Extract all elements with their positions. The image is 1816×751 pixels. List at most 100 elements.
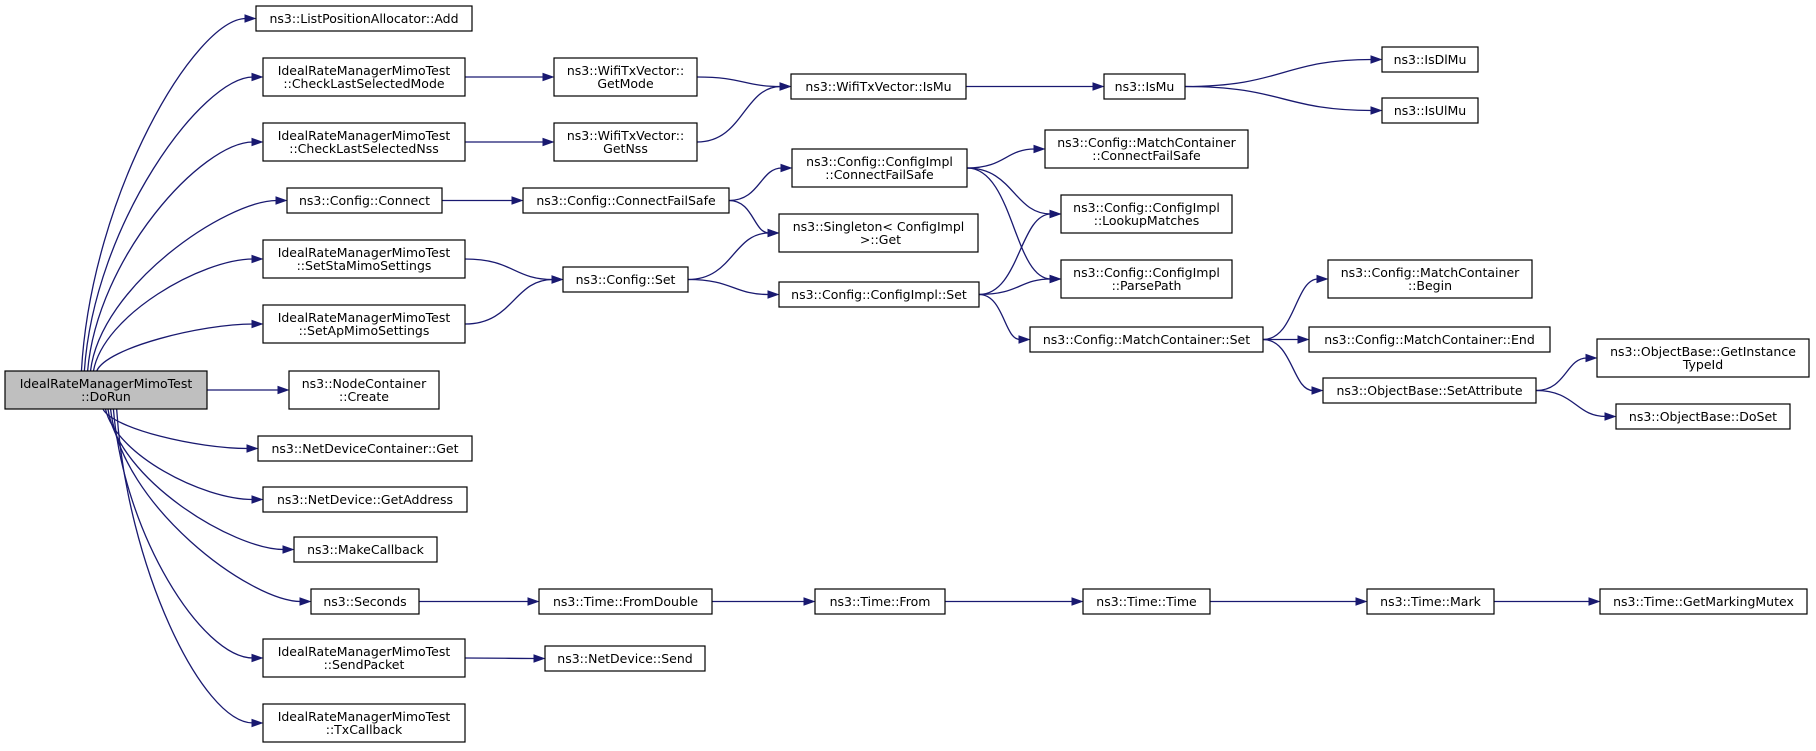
function-node-isdlmu[interactable]: ns3::IsDlMu	[1381, 46, 1479, 73]
function-node-label: ns3::Config::MatchContainer	[1057, 135, 1236, 150]
function-node-nodecreate[interactable]: ns3::NodeContainer::Create	[288, 370, 440, 410]
function-node-txcb[interactable]: IdealRateManagerMimoTest::TxCallback	[262, 703, 466, 743]
function-node-box	[310, 588, 420, 615]
function-node-implcfs[interactable]: ns3::Config::ConfigImpl::ConnectFailSafe	[791, 148, 968, 188]
function-node-mcend[interactable]: ns3::Config::MatchContainer::End	[1308, 326, 1551, 353]
call-edge-cfgconnect-to-cfs	[442, 196, 524, 205]
arrowhead	[1604, 412, 1617, 421]
arrowhead	[1049, 209, 1062, 219]
function-node-box	[778, 281, 980, 308]
function-node-getmutex[interactable]: ns3::Time::GetMarkingMutex	[1599, 588, 1808, 615]
arrowhead	[1585, 353, 1598, 363]
function-node-box	[262, 638, 466, 678]
function-node-ndcget[interactable]: ns3::NetDeviceContainer::Get	[257, 435, 473, 462]
function-node-getaddr[interactable]: ns3::NetDevice::GetAddress	[262, 486, 468, 513]
function-node-getnss[interactable]: ns3::WifiTxVector::GetNss	[553, 122, 698, 162]
function-node-label: IdealRateManagerMimoTest	[278, 709, 451, 724]
function-node-label: ns3::WifiTxVector::	[567, 63, 684, 78]
function-node-root[interactable]: IdealRateManagerMimoTest::DoRun	[4, 370, 208, 410]
function-node-label: TypeId	[1682, 357, 1723, 372]
function-node-cfgset[interactable]: ns3::Config::Set	[562, 266, 689, 293]
call-edge-line	[112, 408, 254, 659]
call-edge-line	[728, 199, 770, 234]
call-edge-fromdouble-to-timefrom	[712, 597, 816, 606]
function-node-timefrom[interactable]: ns3::Time::From	[814, 588, 946, 615]
call-edge-line	[1262, 338, 1314, 392]
function-node-makecb[interactable]: ns3::MakeCallback	[293, 536, 438, 563]
function-node-mcset[interactable]: ns3::Config::MatchContainer::Set	[1029, 326, 1264, 353]
function-node-label: ::TxCallback	[326, 722, 403, 737]
function-node-setap[interactable]: IdealRateManagerMimoTest::SetApMimoSetti…	[262, 304, 466, 344]
function-node-getmode[interactable]: ns3::WifiTxVector::GetMode	[553, 57, 698, 97]
call-edge-line	[728, 167, 783, 202]
function-node-checkmode[interactable]: IdealRateManagerMimoTest::CheckLastSelec…	[262, 57, 466, 97]
function-node-label: ns3::Seconds	[323, 594, 406, 609]
function-node-box	[791, 148, 968, 188]
function-node-doset[interactable]: ns3::ObjectBase::DoSet	[1615, 403, 1791, 430]
function-node-listpos[interactable]: ns3::ListPositionAllocator::Add	[255, 5, 473, 32]
function-node-seconds[interactable]: ns3::Seconds	[310, 588, 420, 615]
function-node-nsismu[interactable]: ns3::IsMu	[1103, 73, 1186, 100]
function-node-singleton[interactable]: ns3::Singleton< ConfigImpl >::Get	[778, 213, 979, 253]
function-node-box	[1082, 588, 1211, 615]
function-node-label: ns3::Time::From	[830, 594, 931, 609]
function-nodes: IdealRateManagerMimoTest::DoRun ns3::List…	[4, 5, 1810, 743]
arrowhead	[1071, 597, 1084, 606]
arrowhead	[1355, 597, 1368, 606]
arrowhead	[251, 495, 264, 504]
function-node-mccfs[interactable]: ns3::Config::MatchContainer::ConnectFail…	[1044, 129, 1249, 169]
function-node-label: ::Begin	[1408, 278, 1452, 293]
call-edge-line	[696, 85, 782, 143]
function-node-label: ns3::Time::Mark	[1380, 594, 1481, 609]
call-edge-timemark-to-getmutex	[1494, 597, 1601, 606]
call-edge-getmode-to-ismu	[696, 76, 792, 91]
call-edge-implcfs-to-mccfs	[966, 144, 1046, 169]
call-edge-nsismu-to-isdlmu	[1184, 55, 1383, 88]
call-edge-root-to-makecb	[107, 408, 295, 554]
function-node-timetime[interactable]: ns3::Time::Time	[1082, 588, 1211, 615]
call-edge-setap-to-cfgset	[464, 275, 564, 325]
function-node-ndsend[interactable]: ns3::NetDevice::Send	[544, 645, 706, 672]
function-node-mcbegin[interactable]: ns3::Config::MatchContainer::Begin	[1327, 259, 1533, 299]
function-node-ismu[interactable]: ns3::WifiTxVector::IsMu	[790, 73, 967, 100]
function-node-label: ns3::Time::Time	[1096, 594, 1197, 609]
function-node-box	[778, 213, 979, 253]
call-edge-line	[1262, 278, 1319, 341]
function-node-box	[262, 239, 466, 279]
function-node-box	[288, 370, 440, 410]
function-node-parsepath[interactable]: ns3::Config::ConfigImpl::ParsePath	[1060, 259, 1233, 299]
arrowhead	[251, 137, 264, 147]
arrowhead	[251, 254, 264, 264]
function-node-sendpkt[interactable]: IdealRateManagerMimoTest::SendPacket	[262, 638, 466, 678]
function-node-setattr[interactable]: ns3::ObjectBase::SetAttribute	[1322, 377, 1537, 404]
function-node-label: ns3::NetDeviceContainer::Get	[271, 441, 458, 456]
call-edge-line	[464, 657, 536, 660]
function-node-box	[262, 57, 466, 97]
function-node-setsta[interactable]: IdealRateManagerMimoTest::SetStaMimoSett…	[262, 239, 466, 279]
function-node-lookup[interactable]: ns3::Config::ConfigImpl::LookupMatches	[1060, 194, 1233, 234]
function-node-timemark[interactable]: ns3::Time::Mark	[1366, 588, 1495, 615]
function-node-label: ns3::Config::MatchContainer::Set	[1043, 332, 1250, 347]
call-edge-line	[696, 76, 782, 88]
function-node-label: ns3::Config::Set	[576, 272, 676, 287]
function-node-label: ns3::Config::ConfigImpl	[806, 154, 953, 169]
function-node-fromdouble[interactable]: ns3::Time::FromDouble	[538, 588, 713, 615]
function-node-label: ns3::ObjectBase::SetAttribute	[1336, 383, 1522, 398]
function-node-cfs[interactable]: ns3::Config::ConnectFailSafe	[522, 187, 730, 214]
function-node-implset[interactable]: ns3::Config::ConfigImpl::Set	[778, 281, 980, 308]
function-node-cfgconnect[interactable]: ns3::Config::Connect	[286, 187, 443, 214]
function-node-box	[562, 266, 689, 293]
call-edge-implset-to-lookup	[978, 209, 1062, 296]
function-node-label: >::Get	[856, 232, 901, 247]
function-node-checknss[interactable]: IdealRateManagerMimoTest::CheckLastSelec…	[262, 122, 466, 162]
function-node-box	[553, 57, 698, 97]
call-edge-root-to-nodecreate	[207, 385, 290, 395]
function-node-box	[1029, 326, 1264, 353]
function-node-box	[1381, 46, 1479, 73]
call-edge-getnss-to-ismu	[696, 82, 792, 143]
function-node-label: ::SendPacket	[324, 657, 405, 672]
call-edge-timetime-to-timemark	[1210, 597, 1368, 606]
function-node-isulmu[interactable]: ns3::IsUlMu	[1381, 97, 1479, 124]
function-node-label: ns3::Config::ConfigImpl::Set	[791, 287, 967, 302]
